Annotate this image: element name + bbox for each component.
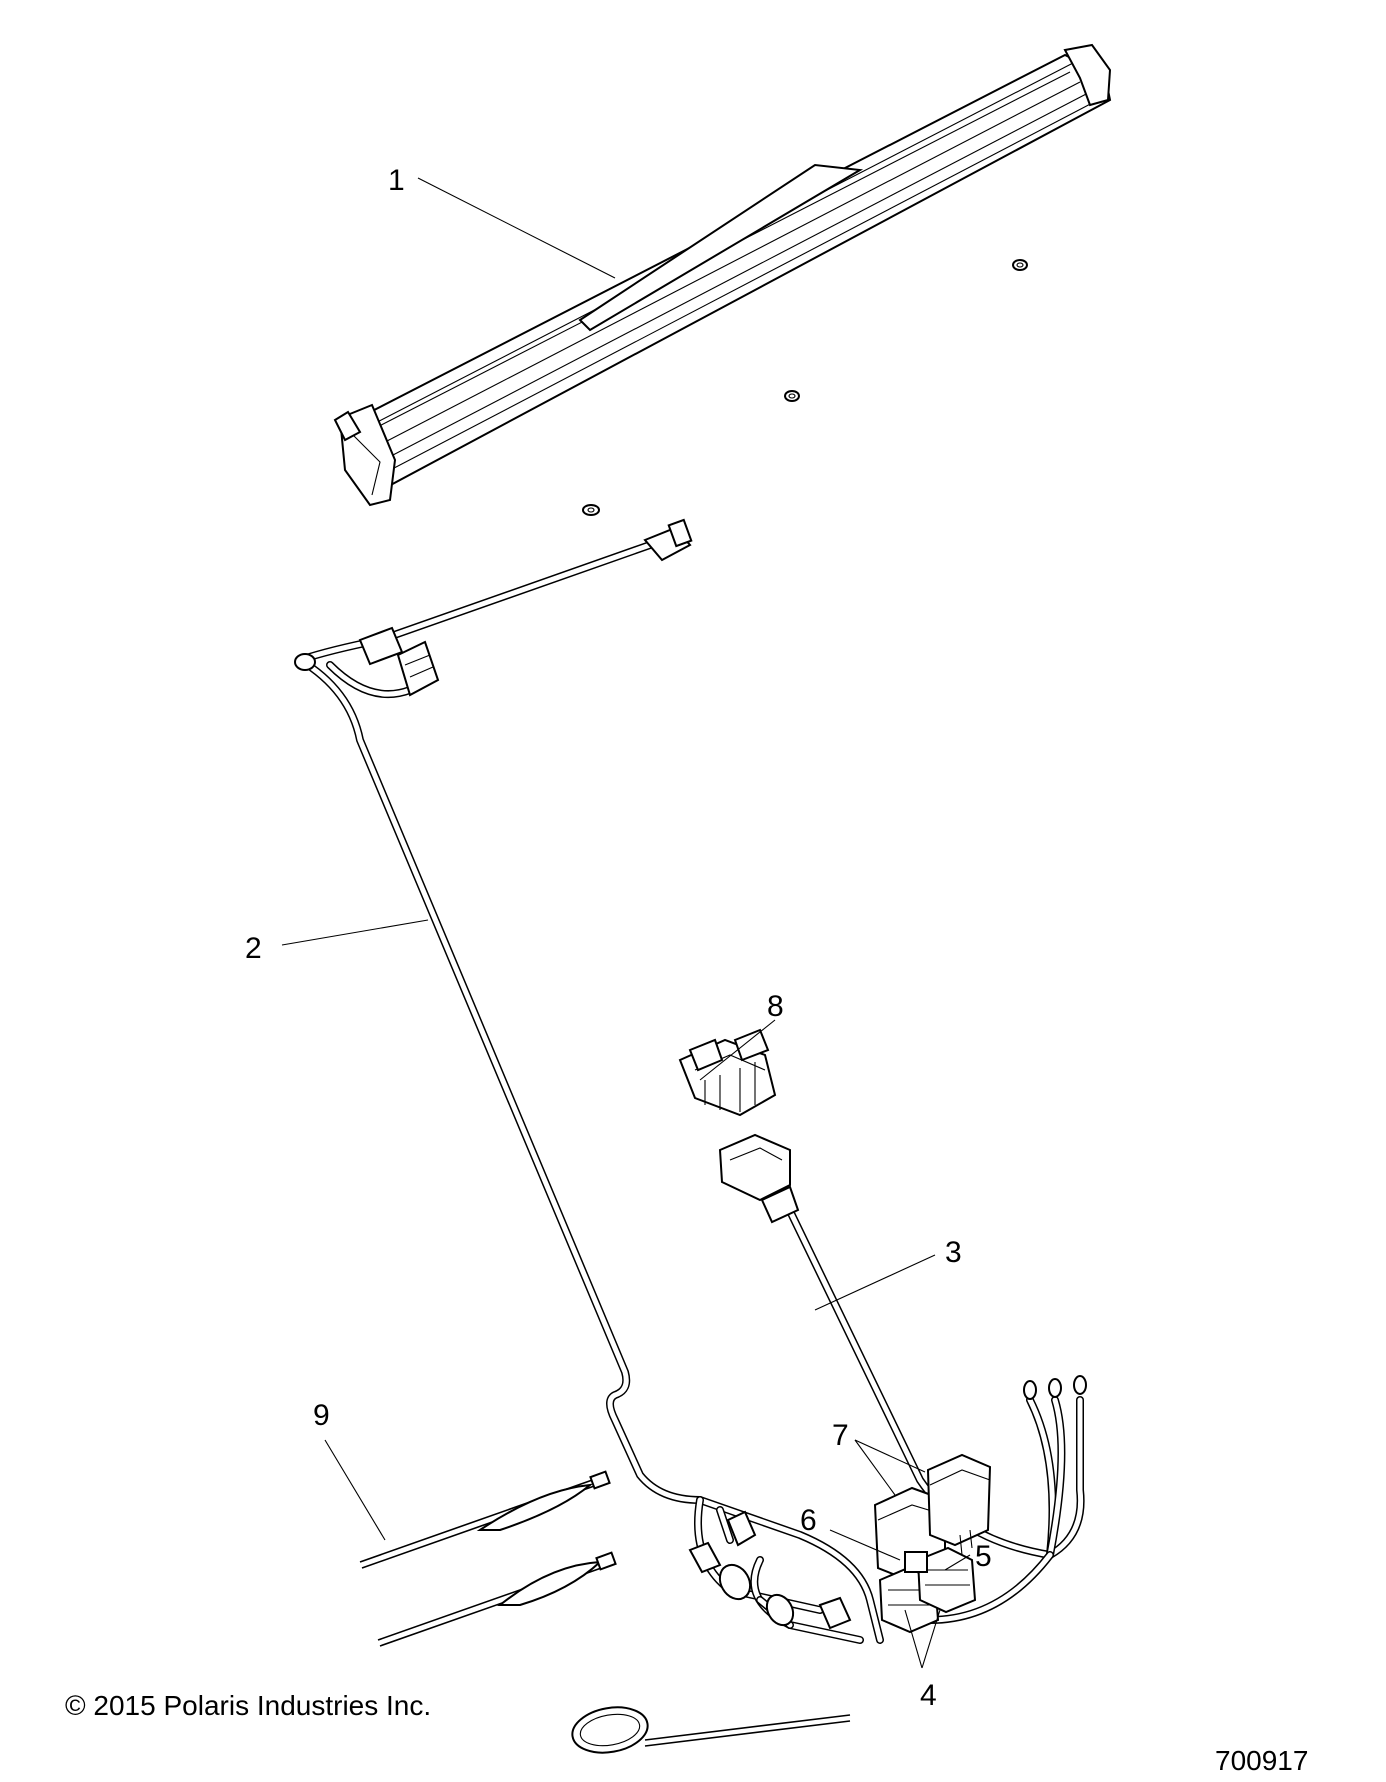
harness-lower-leads [688, 1496, 864, 1644]
callout-3: 3 [945, 1236, 962, 1269]
harness-main [294, 518, 884, 1644]
callout-4: 4 [920, 1679, 937, 1712]
callout-9: 9 [313, 1399, 330, 1432]
leader-7a [854, 1439, 896, 1496]
leader-4a [904, 1609, 923, 1669]
copyright-text: © 2015 Polaris Industries Inc. [65, 1690, 431, 1721]
rocker-switch [678, 1028, 777, 1117]
leader-4b [921, 1609, 941, 1669]
washer-2 [784, 390, 800, 402]
cable-tie-1 [359, 1470, 611, 1569]
cable-tie-3 [571, 1706, 851, 1754]
relay-sockets [878, 1546, 977, 1634]
callout-6: 6 [800, 1504, 817, 1537]
callout-2: 2 [245, 932, 262, 965]
leader-1 [417, 177, 616, 279]
leader-9 [324, 1439, 386, 1541]
leader-2 [281, 919, 429, 946]
washer-3 [582, 504, 600, 516]
cable-tie-2 [377, 1551, 617, 1647]
callout-8: 8 [767, 990, 784, 1023]
washer-1 [1012, 259, 1028, 271]
leader-7b [854, 1439, 926, 1473]
leader-5 [944, 1554, 971, 1571]
diagram-number: 700917 [1215, 1745, 1308, 1776]
callout-1: 1 [388, 164, 405, 197]
light-bar [333, 43, 1112, 507]
leader-8 [699, 1019, 776, 1081]
leader-lines [281, 177, 971, 1669]
callout-5: 5 [975, 1540, 992, 1573]
leader-3 [814, 1254, 936, 1311]
callout-7: 7 [832, 1419, 849, 1452]
leader-6 [829, 1529, 901, 1561]
